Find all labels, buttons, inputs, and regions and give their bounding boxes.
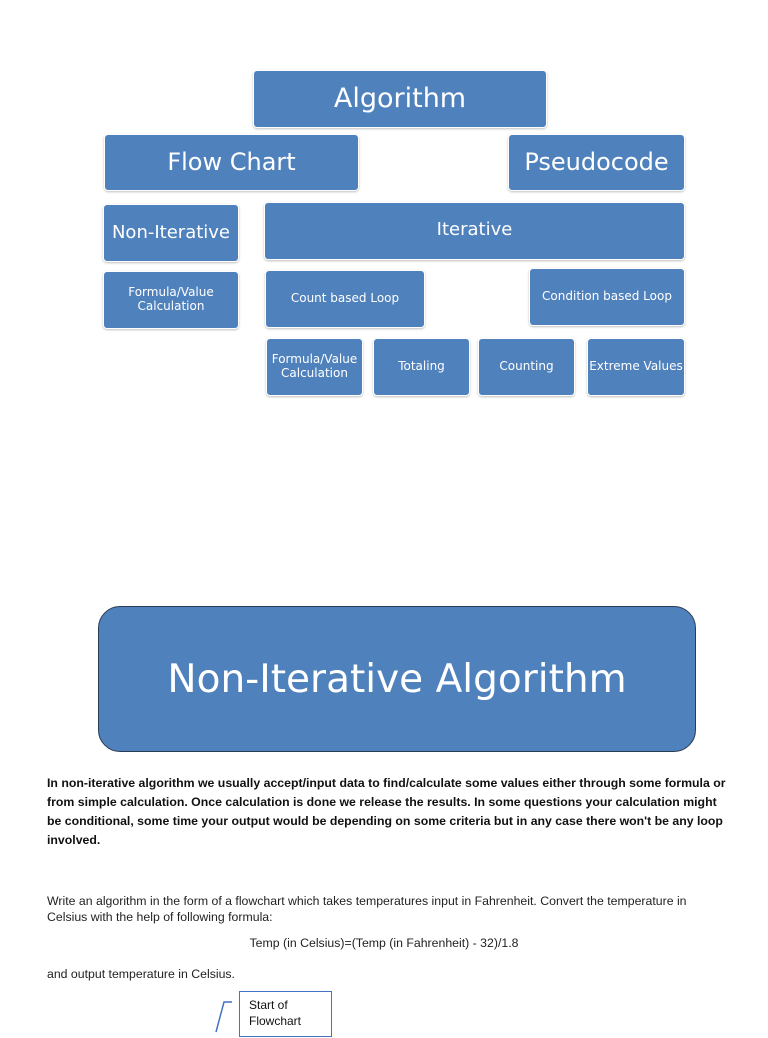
counting-box: Counting [478, 338, 575, 396]
question-paragraph: Write an algorithm in the form of a flow… [47, 894, 687, 924]
iterative-box: Iterative [264, 202, 685, 260]
loop-formula-value-calculation-box: Formula/Value Calculation [266, 338, 363, 396]
count-based-loop-box: Count based Loop [265, 270, 425, 328]
extreme-values-box: Extreme Values [587, 338, 685, 396]
flowchart-start-terminal: Start of Flowchart [239, 991, 332, 1037]
output-instruction: and output temperature in Celsius. [47, 967, 235, 981]
formula-value-calculation-box: Formula/Value Calculation [103, 271, 239, 329]
algorithm-box: Algorithm [253, 70, 547, 128]
formula-line: Temp (in Celsius)=(Temp (in Fahrenheit) … [249, 936, 519, 950]
flow-chart-box: Flow Chart [104, 134, 359, 191]
non-iterative-box: Non-Iterative [103, 204, 239, 262]
pseudocode-box: Pseudocode [508, 134, 685, 191]
section-title-banner: Non-Iterative Algorithm [98, 606, 696, 752]
condition-based-loop-box: Condition based Loop [529, 268, 685, 326]
totaling-box: Totaling [373, 338, 470, 396]
flowchart-annotation-bracket [215, 1001, 232, 1033]
intro-paragraph: In non-iterative algorithm we usually ac… [47, 776, 726, 847]
